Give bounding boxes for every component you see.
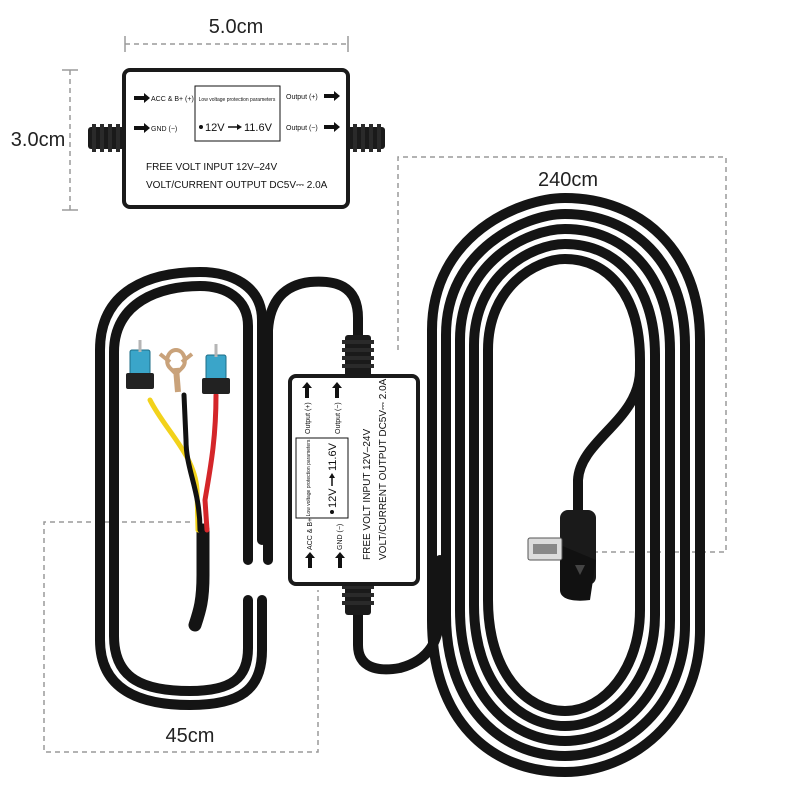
bm-acc-label: ACC & B+ (+) (307, 507, 314, 550)
main-cable-length-label: 240cm (538, 169, 598, 191)
voltage-to: 11.6V (244, 122, 273, 134)
black-wire (181, 392, 203, 533)
protection-label: Low voltage protection parameters (199, 97, 276, 103)
top-module: ACC & B+ (+) GND (−) Low voltage protect… (88, 68, 385, 209)
cable-upper-arch (263, 276, 363, 565)
bm-output-pos-label: Output (+) (305, 402, 312, 434)
bullet-icon (199, 125, 203, 129)
input-cable-loop (95, 267, 267, 710)
bm-protection-label: Low voltage protection parameters (306, 439, 312, 516)
acc-label: ACC & B+ (+) (151, 96, 194, 103)
usb-logo-icon (575, 565, 585, 575)
bm-output-neg-label: Output (−) (335, 402, 342, 434)
bottom-top-strain-relief (342, 335, 374, 377)
right-strain-relief (345, 124, 385, 152)
gnd-arrow-icon (134, 123, 150, 133)
mini-usb-connector (527, 510, 596, 601)
bm-output-neg-arrow-icon (332, 382, 342, 398)
bm-parameter-box (295, 437, 349, 519)
input-sheath (188, 523, 210, 632)
output-pos-label: Output (+) (286, 94, 318, 101)
input-spec-line: FREE VOLT INPUT 12V–24V (146, 162, 277, 173)
width-label: 5.0cm (209, 16, 263, 38)
bm-output-spec-line: VOLT/CURRENT OUTPUT DC5V⎓ 2.0A (378, 378, 389, 560)
output-spec-line: VOLT/CURRENT OUTPUT DC5V⎓ 2.0A (146, 180, 328, 191)
parameter-box (194, 85, 281, 142)
output-cable-lower (353, 555, 445, 675)
output-cable-to-connector (573, 365, 645, 520)
bm-input-spec-line: FREE VOLT INPUT 12V–24V (362, 429, 373, 560)
bm-arrow-right-icon (329, 473, 335, 478)
dimension-guides (43, 43, 727, 753)
right-fuse-tap (202, 344, 230, 394)
input-cable-dim-line (43, 521, 319, 753)
acc-arrow-icon (134, 93, 150, 103)
left-fuse-tap (126, 340, 154, 389)
height-label: 3.0cm (11, 129, 65, 151)
input-cable-length-label: 45cm (166, 725, 215, 747)
main-cable-dim-line (397, 156, 727, 553)
bottom-module-body (288, 374, 420, 586)
voltage-from: 12V (205, 122, 225, 134)
cables (95, 193, 705, 777)
bm-gnd-label: GND (−) (337, 524, 344, 550)
bm-voltage-from: 12V (327, 488, 339, 508)
ring-terminal (158, 347, 194, 393)
bm-acc-arrow-icon (305, 552, 315, 568)
bm-output-pos-arrow-icon (302, 382, 312, 398)
bottom-module: ACC & B+ (+) GND (−) Low voltage protect… (288, 335, 420, 615)
gnd-label: GND (−) (151, 126, 177, 133)
output-pos-arrow-icon (324, 91, 340, 101)
bm-gnd-arrow-icon (335, 552, 345, 568)
main-cable-coil (427, 193, 705, 777)
red-wire (202, 392, 219, 533)
output-neg-arrow-icon (324, 122, 340, 132)
bm-voltage-to: 11.6V (327, 442, 339, 471)
left-strain-relief (88, 124, 128, 152)
output-neg-label: Output (−) (286, 125, 318, 132)
bottom-bottom-strain-relief (342, 580, 374, 615)
arrow-right-icon (237, 124, 242, 130)
